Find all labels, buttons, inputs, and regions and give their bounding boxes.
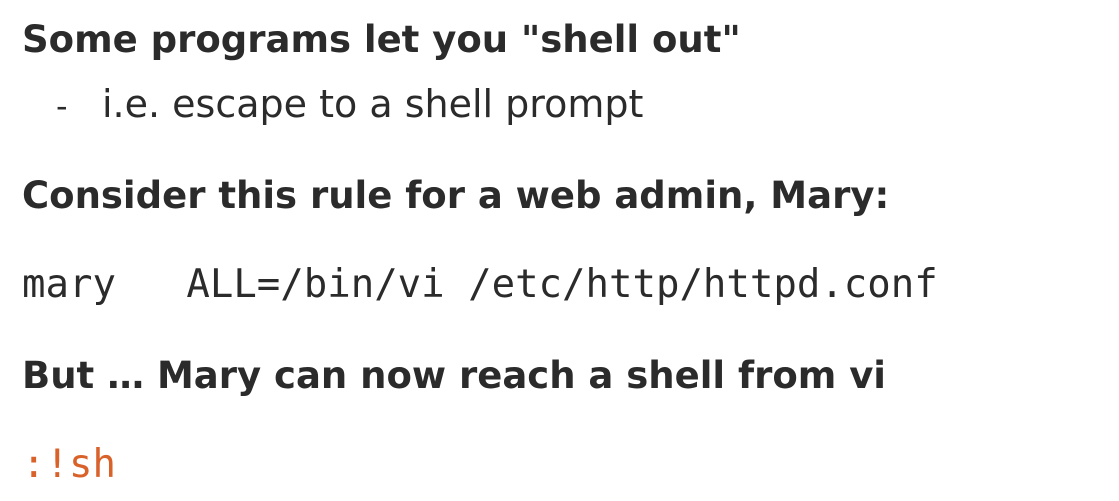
bullet-text: i.e. escape to a shell prompt	[102, 82, 644, 126]
code-sudoers-rule: mary ALL=/bin/vi /etc/http/httpd.conf	[22, 262, 938, 307]
heading-consider-rule: Consider this rule for a web admin, Mary…	[22, 174, 890, 217]
code-shell-escape: :!sh	[22, 442, 116, 487]
heading-mary-shell: But … Mary can now reach a shell from vi	[22, 354, 886, 397]
bullet-marker: -	[56, 87, 68, 125]
heading-shell-out: Some programs let you "shell out"	[22, 18, 741, 61]
bullet-item: -i.e. escape to a shell prompt	[56, 82, 643, 126]
